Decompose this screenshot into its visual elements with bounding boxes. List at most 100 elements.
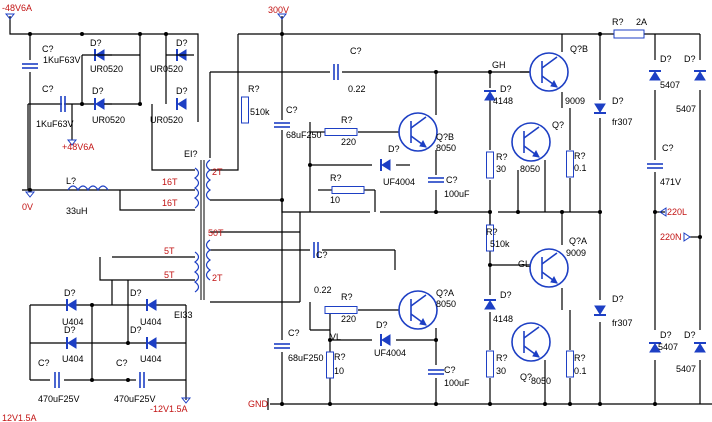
svg-text:510k: 510k	[250, 107, 270, 117]
svg-text:Q?: Q?	[520, 372, 532, 382]
svg-text:UR0520: UR0520	[92, 115, 125, 125]
rail-neg12: -12V1.5A	[150, 404, 188, 414]
rail-cut: 12V1.5A	[2, 413, 37, 422]
svg-text:Q?B: Q?B	[570, 44, 588, 54]
svg-text:R?: R?	[612, 17, 624, 27]
svg-text:470uF25V: 470uF25V	[114, 394, 156, 404]
svg-text:470uF25V: 470uF25V	[38, 394, 80, 404]
svg-text:UF4004: UF4004	[374, 348, 406, 358]
rail-300v: 300V	[268, 5, 289, 15]
wires	[9, 16, 712, 405]
svg-text:R?: R?	[341, 292, 353, 302]
labels: -48V6A +48V6A 0V 300V GND -12V1.5A 12V1.…	[2, 3, 696, 422]
svg-text:100uF: 100uF	[444, 378, 470, 388]
svg-text:fr307: fr307	[612, 318, 633, 328]
rail-neg48: -48V6A	[2, 3, 32, 13]
svg-text:220: 220	[341, 314, 356, 324]
svg-text:C?: C?	[446, 175, 458, 185]
svg-text:D?: D?	[612, 294, 624, 304]
svg-text:9009: 9009	[566, 248, 586, 258]
svg-text:0.1: 0.1	[574, 163, 587, 173]
svg-text:D?: D?	[388, 144, 400, 154]
terminal-icon	[180, 397, 192, 404]
svg-text:U404: U404	[140, 354, 162, 364]
net-220n: 220N	[660, 232, 682, 242]
svg-text:4148: 4148	[493, 96, 513, 106]
svg-text:D?: D?	[64, 325, 76, 335]
terminals	[4, 13, 691, 410]
svg-text:D?: D?	[660, 330, 672, 340]
transformer-ref: EI?	[184, 149, 198, 159]
svg-text:R?: R?	[496, 152, 508, 162]
svg-text:5407: 5407	[660, 80, 680, 90]
svg-text:Q?A: Q?A	[436, 288, 454, 298]
svg-text:9009: 9009	[565, 96, 585, 106]
svg-text:D?: D?	[176, 86, 188, 96]
svg-text:5407: 5407	[676, 104, 696, 114]
svg-text:D?: D?	[500, 290, 512, 300]
svg-text:C?: C?	[42, 84, 54, 94]
winding-16t-a: 16T	[162, 177, 178, 187]
svg-text:8050: 8050	[520, 164, 540, 174]
svg-text:UR0520: UR0520	[150, 115, 183, 125]
svg-text:8050: 8050	[436, 299, 456, 309]
svg-text:R?: R?	[341, 115, 353, 125]
svg-text:0.22: 0.22	[314, 285, 332, 295]
svg-text:2A: 2A	[636, 17, 647, 27]
winding-16t-b: 16T	[162, 198, 178, 208]
winding-5t-a: 5T	[164, 246, 175, 256]
svg-text:UF4004: UF4004	[383, 177, 415, 187]
svg-text:R?: R?	[248, 84, 260, 94]
rail-0v: 0V	[22, 202, 33, 212]
svg-text:30: 30	[496, 366, 506, 376]
svg-text:8050: 8050	[531, 376, 551, 386]
svg-text:220: 220	[341, 137, 356, 147]
svg-text:1KuF63V: 1KuF63V	[43, 55, 81, 65]
svg-text:L?: L?	[66, 176, 76, 186]
svg-text:R?: R?	[334, 352, 346, 362]
terminal-icon	[24, 191, 36, 198]
svg-text:C?: C?	[42, 44, 54, 54]
svg-text:68uF250: 68uF250	[286, 130, 322, 140]
svg-text:D?: D?	[130, 288, 142, 298]
terminal-icon	[4, 13, 16, 20]
net-vl: VL	[330, 332, 341, 342]
net-220l: 220L	[667, 207, 687, 217]
net-gl: GL	[518, 259, 530, 269]
svg-text:C?: C?	[444, 365, 456, 375]
transformer-icon	[193, 159, 212, 300]
svg-text:5407: 5407	[676, 364, 696, 374]
svg-text:R?: R?	[574, 353, 586, 363]
svg-text:R?: R?	[496, 353, 508, 363]
terminal-icon	[276, 13, 288, 20]
svg-text:C?: C?	[116, 358, 128, 368]
svg-text:U404: U404	[62, 354, 84, 364]
svg-text:D?: D?	[684, 330, 696, 340]
svg-text:100uF: 100uF	[444, 189, 470, 199]
svg-text:33uH: 33uH	[66, 206, 88, 216]
winding-5t-b: 5T	[164, 270, 175, 280]
svg-text:10: 10	[334, 366, 344, 376]
svg-text:0.22: 0.22	[348, 84, 366, 94]
svg-text:C?: C?	[662, 143, 674, 153]
svg-text:UR0520: UR0520	[150, 64, 183, 74]
svg-text:10: 10	[330, 195, 340, 205]
svg-text:C?: C?	[316, 250, 328, 260]
terminal-icon	[66, 139, 78, 146]
svg-text:0.1: 0.1	[574, 366, 587, 376]
svg-text:C?: C?	[38, 358, 50, 368]
svg-text:Q?B: Q?B	[436, 132, 454, 142]
net-gh: GH	[492, 60, 506, 70]
svg-text:D?: D?	[64, 288, 76, 298]
svg-text:510k: 510k	[490, 239, 510, 249]
terminal-icon	[683, 232, 691, 242]
svg-text:5407: 5407	[658, 342, 678, 352]
svg-text:C?: C?	[350, 46, 362, 56]
svg-text:C?: C?	[288, 328, 300, 338]
svg-text:4148: 4148	[493, 314, 513, 324]
svg-text:U404: U404	[140, 317, 162, 327]
svg-text:R?: R?	[330, 173, 342, 183]
svg-text:68uF250: 68uF250	[288, 353, 324, 363]
svg-text:D?: D?	[660, 54, 672, 64]
